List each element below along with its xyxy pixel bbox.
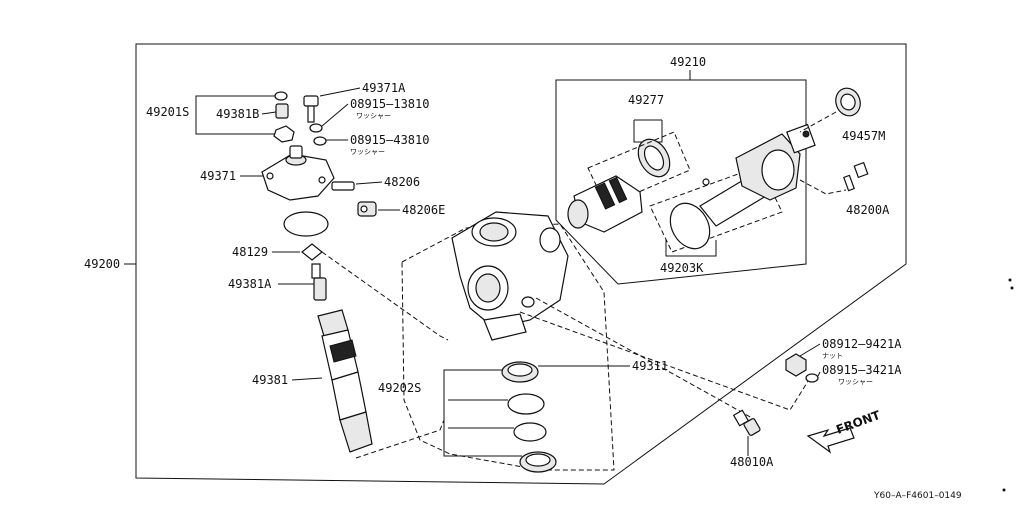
washer-08915-43810 — [313, 136, 327, 146]
label-washer-3: ワッシャー — [838, 378, 873, 386]
label-49203k: 49203K — [660, 261, 704, 275]
leader-49371a — [319, 87, 361, 97]
label-48200a: 48200A — [846, 203, 890, 217]
seal-ring-4-inner — [525, 453, 551, 467]
seal-ring-1-inner — [507, 363, 533, 377]
leader-48206 — [355, 181, 383, 185]
label-08915-3421a: 08915–3421A — [822, 363, 902, 377]
label-49277: 49277 — [628, 93, 664, 107]
leader-49381 — [291, 377, 323, 381]
diagram-code: Y60–A–F4601–0149 — [873, 491, 962, 501]
leader-49381b — [261, 111, 277, 115]
dash-gasket-left — [321, 251, 449, 341]
label-08912: 08912–9421A — [822, 337, 902, 351]
corner-mark-3 — [1002, 488, 1006, 492]
label-49371: 49371 — [200, 169, 236, 183]
label-49200: 49200 — [84, 257, 120, 271]
label-08915-13810: 08915–13810 — [350, 97, 429, 111]
label-49201s: 49201S — [146, 105, 189, 119]
seal-ring-3 — [513, 422, 547, 442]
label-49371a: 49371A — [362, 81, 406, 95]
dash-housing-to-bolt — [535, 297, 753, 419]
label-49381b: 49381B — [216, 107, 259, 121]
label-48206: 48206 — [384, 175, 420, 189]
label-49381: 49381 — [252, 373, 288, 387]
leader-08915-3421a — [817, 371, 821, 377]
label-48206e: 48206E — [402, 203, 445, 217]
label-49457m: 49457M — [842, 129, 885, 143]
seal-49457m-inner — [840, 93, 856, 111]
small-o-ring — [702, 178, 710, 186]
dash-housing-to-nut — [519, 311, 811, 411]
label-49202s: 49202S — [378, 381, 421, 395]
gasket-48129 — [301, 243, 323, 261]
bolt-48200a — [843, 161, 869, 192]
dash-48200a — [799, 179, 847, 195]
valve-cover-49371 — [261, 145, 335, 201]
box-49210 — [555, 79, 807, 285]
bracket-49203k — [665, 240, 717, 257]
o-ring-cover — [283, 211, 329, 237]
bracket-49201s — [195, 95, 200, 135]
input-shaft-rotor — [699, 123, 816, 227]
label-48010a: 48010A — [730, 455, 774, 469]
label-08915-43810: 08915–43810 — [350, 133, 429, 147]
bracket-49202s — [443, 369, 448, 457]
label-49381a: 49381A — [228, 277, 272, 291]
corner-mark-1 — [1008, 278, 1012, 282]
spool-valve — [567, 175, 643, 233]
leader-08915-13810 — [321, 103, 349, 127]
torsion-bar-49381a — [311, 263, 327, 301]
dash-box-rotor — [649, 165, 783, 253]
dash-49457m — [799, 111, 837, 133]
label-49210: 49210 — [670, 55, 706, 69]
seal-49277-inner — [643, 145, 665, 171]
bleeder-48206 — [331, 181, 355, 191]
bolt-49371a-shank — [307, 105, 315, 123]
plug-49381b — [275, 103, 289, 119]
washer-08915-3421a — [805, 373, 819, 383]
pinion-shaft-49381 — [317, 309, 373, 453]
label-washer-1: ワッシャー — [356, 112, 391, 120]
label-front: FRONT — [834, 408, 883, 437]
leader-08912 — [799, 343, 821, 357]
assembly-outline-frame — [135, 43, 907, 485]
dash-pinion-to-housing — [355, 419, 445, 459]
o-ring-49203k — [669, 202, 711, 250]
label-washer-2: ワッシャー — [350, 148, 385, 156]
corner-mark-2 — [1010, 286, 1014, 290]
cap-48206e — [357, 201, 377, 217]
o-ring-small-top — [274, 91, 288, 101]
label-48129: 48129 — [232, 245, 268, 259]
nut-08912 — [785, 353, 807, 377]
seal-ring-2 — [507, 393, 545, 415]
washer-08915-13810 — [309, 123, 323, 133]
label-nut: ナット — [822, 352, 843, 360]
nut-top — [273, 125, 295, 143]
bolt-49371a-head — [303, 95, 319, 107]
gear-housing — [451, 211, 569, 341]
bolt-48010a — [732, 409, 761, 436]
front-arrow — [806, 427, 855, 454]
